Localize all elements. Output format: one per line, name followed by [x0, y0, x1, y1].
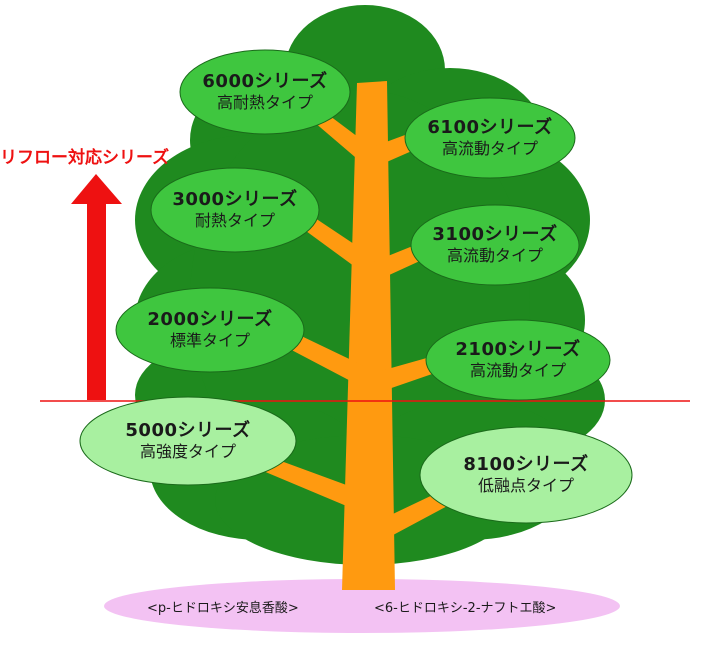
node-series-name: 6100シリーズ	[427, 116, 553, 138]
node-type-name: 低融点タイプ	[477, 476, 574, 496]
node-6000: 6000シリーズ 高耐熱タイプ	[180, 50, 350, 134]
node-series-name: 5000シリーズ	[125, 419, 251, 441]
node-type-name: 標準タイプ	[169, 331, 250, 351]
node-series-name: 6000シリーズ	[202, 70, 328, 92]
reflow-series-label: リフロー対応シリーズ	[0, 148, 170, 168]
node-8100-ellipse	[419, 426, 633, 524]
node-2100: 2100シリーズ 高流動タイプ	[426, 320, 610, 400]
node-type-name: 耐熱タイプ	[194, 211, 275, 231]
node-2100-ellipse	[425, 319, 611, 401]
node-6100-ellipse	[404, 97, 576, 179]
node-type-name: 高流動タイプ	[469, 361, 566, 381]
node-type-name: 高強度タイプ	[139, 442, 236, 462]
node-type-name: 高流動タイプ	[446, 246, 543, 266]
node-2000-ellipse	[115, 287, 305, 373]
node-8100: 8100シリーズ 低融点タイプ	[420, 427, 632, 523]
node-type-name: 高耐熱タイプ	[216, 93, 313, 113]
node-5000-ellipse	[79, 396, 297, 486]
node-6000-ellipse	[179, 49, 351, 135]
node-3100: 3100シリーズ 高流動タイプ	[411, 205, 579, 285]
node-5000: 5000シリーズ 高強度タイプ	[80, 397, 296, 485]
node-type-name: 高流動タイプ	[441, 139, 538, 159]
reflow-arrow	[71, 174, 122, 400]
base-label-left: <p-ヒドロキシ安息香酸>	[147, 601, 299, 616]
node-2000: 2000シリーズ 標準タイプ	[116, 288, 304, 372]
node-series-name: 8100シリーズ	[463, 453, 589, 475]
node-series-name: 3000シリーズ	[172, 188, 298, 210]
node-3100-ellipse	[410, 204, 580, 286]
node-ellipses	[79, 49, 633, 524]
base-ellipse	[104, 579, 620, 633]
node-3000-ellipse	[150, 167, 320, 253]
node-series-name: 2000シリーズ	[147, 308, 273, 330]
node-series-name: 2100シリーズ	[455, 338, 581, 360]
node-series-name: 3100シリーズ	[432, 223, 558, 245]
base-label-right: <6-ヒドロキシ-2-ナフトエ酸>	[374, 601, 557, 616]
node-6100: 6100シリーズ 高流動タイプ	[405, 98, 575, 178]
node-3000: 3000シリーズ 耐熱タイプ	[151, 168, 319, 252]
